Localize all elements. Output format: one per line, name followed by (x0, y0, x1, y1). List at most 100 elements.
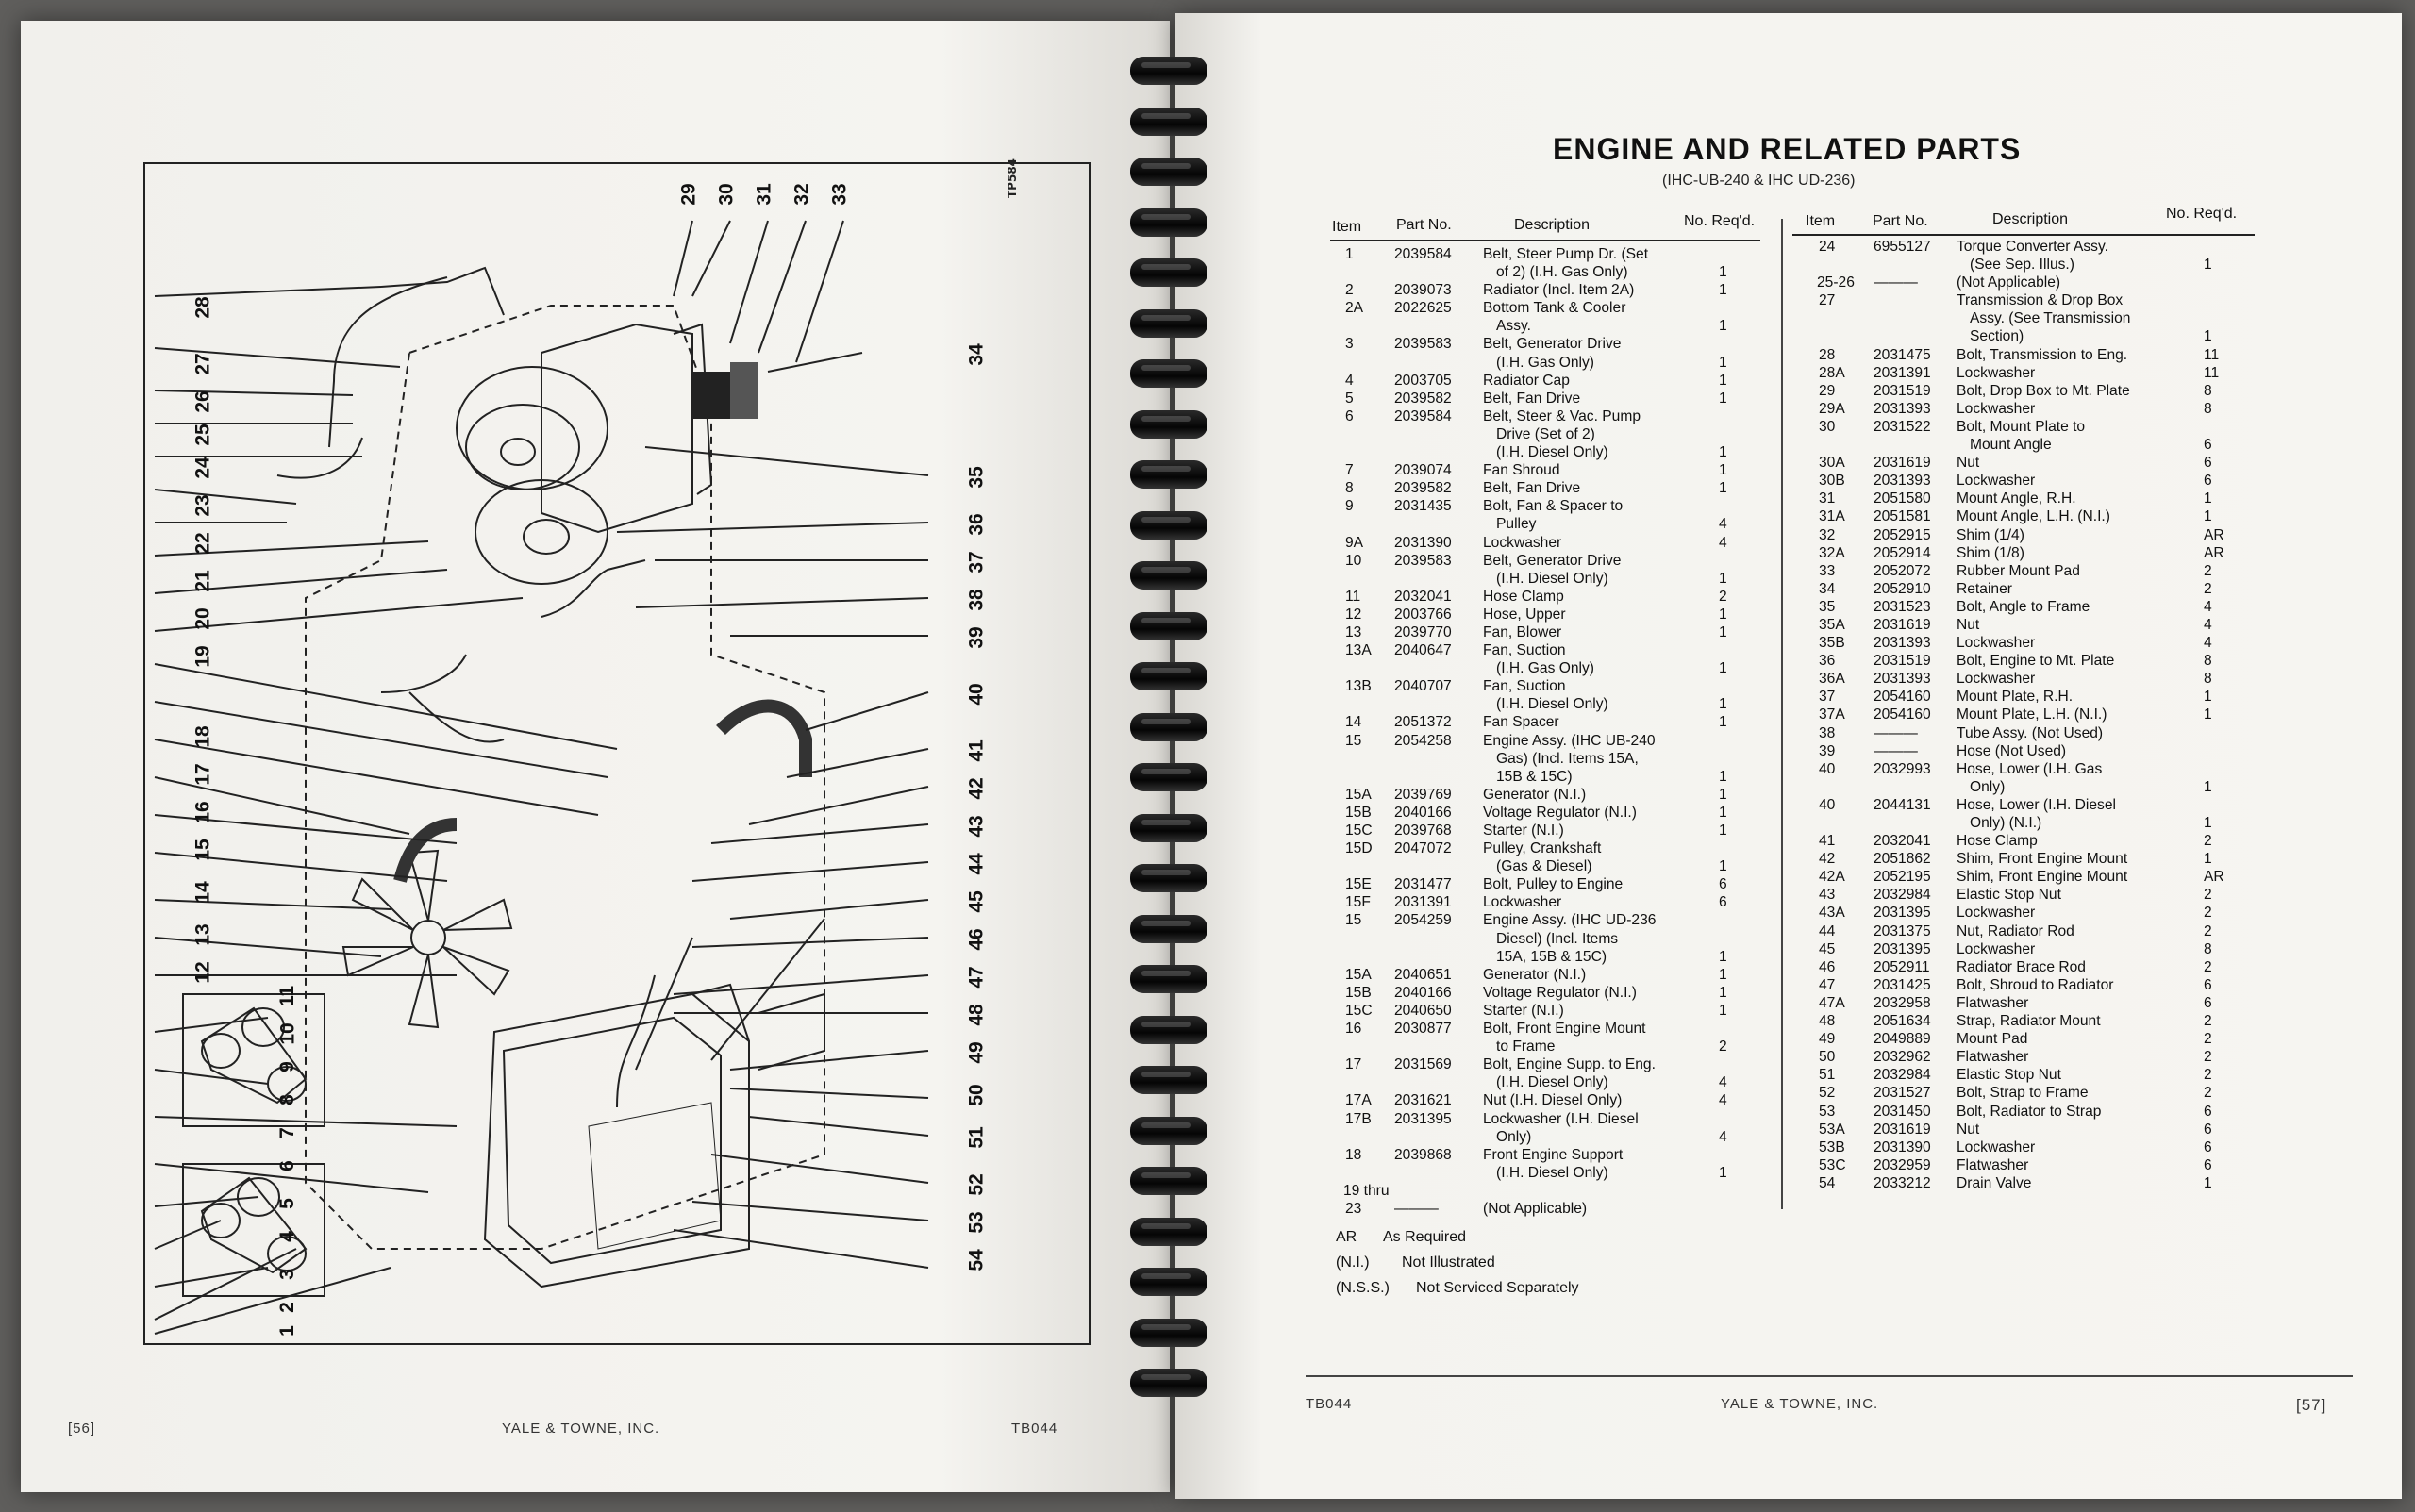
cell-item: 17B (1345, 1110, 1372, 1127)
binder-ring (1130, 561, 1208, 595)
legend-row: (N.S.S.)Not Serviced Separately (1336, 1280, 1579, 1296)
binder-ring (1130, 510, 1208, 545)
cell-item: 42 (1819, 851, 1836, 868)
cell-description: Radiator Brace Rod (1957, 958, 2086, 975)
cell-description: Belt, Fan Drive (1483, 390, 1581, 407)
cell-item: 46 (1819, 958, 1836, 975)
cell-item: 47A (1819, 994, 1845, 1011)
cell-part-no: 2031522 (1874, 418, 1931, 435)
cell-qty: 2 (2204, 887, 2212, 904)
cell-description: Bolt, Shroud to Radiator (1957, 976, 2114, 993)
cell-part-no: 2040650 (1394, 1002, 1452, 1019)
binder-ring (1130, 1116, 1208, 1151)
cell-qty: 1 (2204, 815, 2212, 831)
cell-part-no: 2039583 (1394, 336, 1452, 353)
cell-part-no: 2022625 (1394, 300, 1452, 317)
cell-item: 2 (1345, 282, 1354, 299)
left-page-number: [56] (68, 1421, 96, 1437)
cell-description: Mount Pad (1957, 1031, 2028, 1048)
cell-item: 15 (1345, 912, 1362, 929)
cell-description: Mount Plate, R.H. (1957, 689, 2074, 706)
callout-29: 29 (677, 183, 700, 206)
cell-part-no: 2003705 (1394, 372, 1452, 389)
callout-46: 46 (965, 928, 988, 951)
cell-item: 17 (1345, 1056, 1362, 1073)
cell-description: Nut (I.H. Diesel Only) (1483, 1092, 1623, 1109)
cell-qty: 1 (2204, 778, 2212, 795)
cell-item: 38 (1819, 724, 1836, 741)
cell-description: Flatwasher (1957, 994, 2029, 1011)
cell-description: Belt, Generator Drive (1483, 552, 1622, 569)
cell-description: 15A, 15B & 15C) (1496, 948, 1607, 965)
cell-item: 18 (1345, 1146, 1362, 1163)
cell-item: 32 (1819, 526, 1836, 543)
table-row: Only)4 (1332, 1128, 1766, 1146)
binder-ring (1130, 1369, 1208, 1403)
cell-description: Elastic Stop Nut (1957, 1067, 2061, 1084)
cell-item: 53B (1819, 1138, 1845, 1155)
callout-43: 43 (965, 815, 988, 838)
cell-item: 30B (1819, 473, 1845, 490)
cell-qty: 4 (1719, 534, 1727, 551)
column-divider (1781, 219, 1783, 1209)
cell-item: 43A (1819, 905, 1845, 922)
cell-qty: 4 (2204, 616, 2212, 633)
cell-part-no: 2039583 (1394, 552, 1452, 569)
binder-ring (1130, 409, 1208, 444)
callout-17: 17 (192, 763, 214, 786)
cell-part-no: 2031619 (1874, 1121, 1931, 1138)
cell-description: Shim (1/4) (1957, 526, 2024, 543)
cell-item: 54 (1819, 1174, 1836, 1191)
cell-description: Only) (N.I.) (1970, 815, 2042, 831)
cell-qty: 1 (1719, 354, 1727, 371)
header-rule-right (1792, 234, 2255, 236)
cell-qty: 8 (2204, 940, 2212, 957)
callout-37: 37 (965, 551, 988, 573)
callout-14: 14 (192, 881, 214, 904)
table-row: 25-26———(Not Applicable) (1806, 274, 2258, 291)
cell-part-no: 2032958 (1874, 994, 1931, 1011)
cell-part-no: ——— (1874, 742, 1918, 759)
col-qty: No. Req'd. (1684, 213, 1756, 229)
cell-description: Belt, Steer & Vac. Pump (1483, 407, 1641, 424)
cell-description: Shim, Front Engine Mount (1957, 851, 2128, 868)
cell-qty: 2 (2204, 833, 2212, 850)
cell-description: Section) (1970, 328, 2024, 345)
cell-description: Hose Clamp (1483, 588, 1564, 605)
cell-part-no: 2039868 (1394, 1146, 1452, 1163)
cell-description: Fan, Blower (1483, 623, 1562, 640)
callout-35: 35 (965, 466, 988, 489)
right-page (1175, 13, 2402, 1499)
cell-item: 4 (1345, 372, 1354, 389)
cell-item: 32A (1819, 544, 1845, 561)
cell-item: 13 (1345, 623, 1362, 640)
cell-description: Engine Assy. (IHC UB-240 (1483, 732, 1656, 749)
cell-qty: 1 (1719, 480, 1727, 497)
table-row: Gas) (Incl. Items 15A, (1332, 750, 1766, 768)
cell-part-no: 2044131 (1874, 796, 1931, 813)
cell-description: Lockwasher (1483, 894, 1562, 911)
cell-qty: 2 (2204, 580, 2212, 597)
cell-part-no: 2031569 (1394, 1056, 1452, 1073)
cell-part-no: 2049889 (1874, 1031, 1931, 1048)
cell-item: 15D (1345, 840, 1373, 857)
callout-7: 7 (275, 1127, 298, 1138)
cell-description: Bolt, Drop Box to Mt. Plate (1957, 382, 2130, 399)
cell-description: Nut, Radiator Rod (1957, 922, 2074, 939)
